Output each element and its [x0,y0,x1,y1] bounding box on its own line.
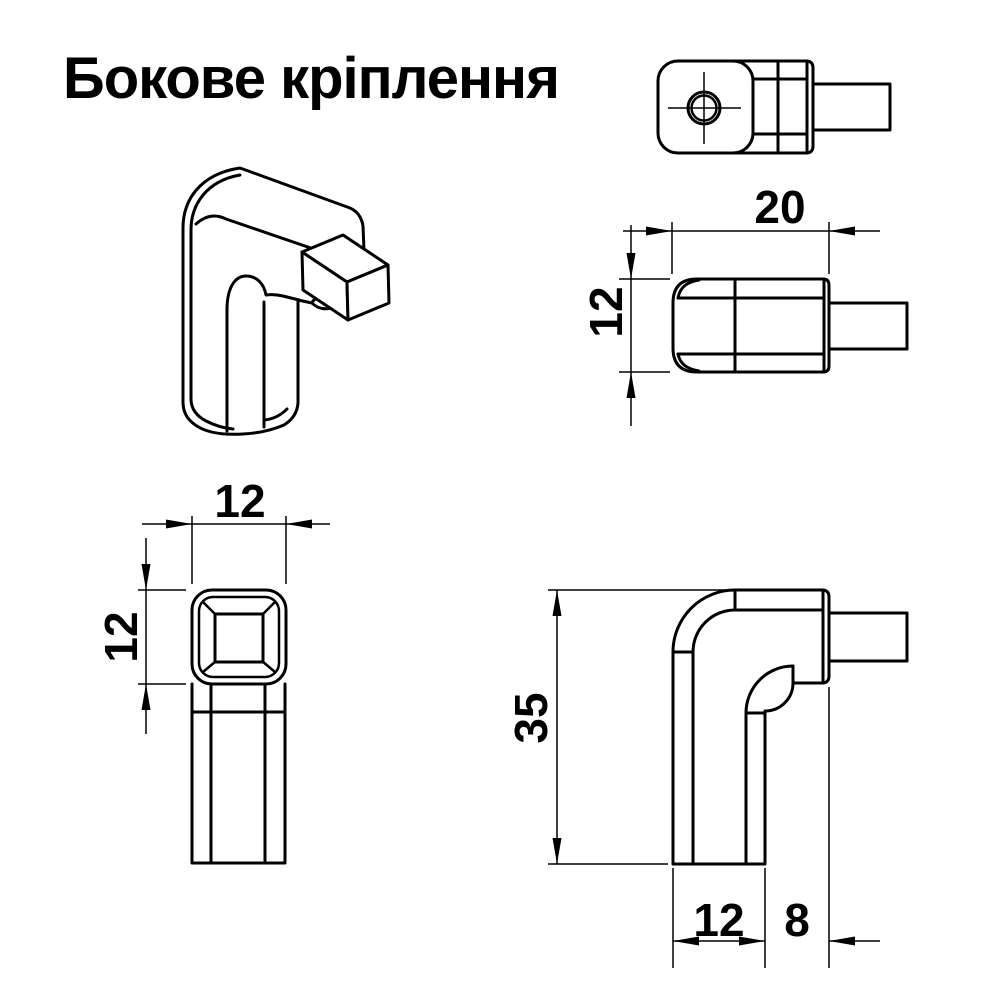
iso-fillet-dome [225,274,301,312]
end-view: 12 12 [95,475,330,865]
front-view-body [671,277,831,374]
front-view-peg [827,301,909,351]
isometric-view [181,166,391,436]
top-view-peg [811,82,892,132]
dim-end-height: 12 [95,538,186,734]
top-view-head [656,59,755,155]
dim-front-length: 20 [623,181,880,274]
dim-label-side-peg: 8 [784,894,810,946]
front-view: 20 12 [580,181,909,426]
side-view-peg [827,611,909,663]
end-view-peg-socket [213,612,265,664]
dim-front-height: 12 [580,225,670,426]
iso-arm-top-edge [194,214,339,259]
front-view-corner-arc-top [676,278,701,300]
dim-label-front-length: 20 [754,181,805,233]
side-view-fillet-band [744,664,795,715]
page-title: Бокове кріплення [63,46,560,111]
dim-label-front-height: 12 [580,286,632,337]
dim-side-bottom: 12 8 [672,687,880,968]
dim-label-end-width: 12 [214,475,265,527]
iso-leg-bottom-band [262,407,289,422]
dim-end-width: 12 [142,475,330,584]
end-view-column [190,682,287,865]
front-view-corner-arc-bottom [676,352,701,373]
dim-label-side-leg: 12 [693,894,744,946]
end-view-chamfer-lines [201,600,277,674]
top-view [656,59,892,155]
side-view: 35 12 8 [505,588,909,968]
iso-leg-band [189,228,235,431]
side-view-outline [671,588,831,866]
side-view-corner-band [691,608,737,654]
iso-peg-end-face [345,263,391,322]
dim-side-height: 35 [505,589,731,865]
dim-label-end-height: 12 [95,611,147,662]
end-view-inner-outline [197,595,281,679]
dim-label-side-height: 35 [505,692,557,743]
iso-edge-band-arc [189,173,242,232]
